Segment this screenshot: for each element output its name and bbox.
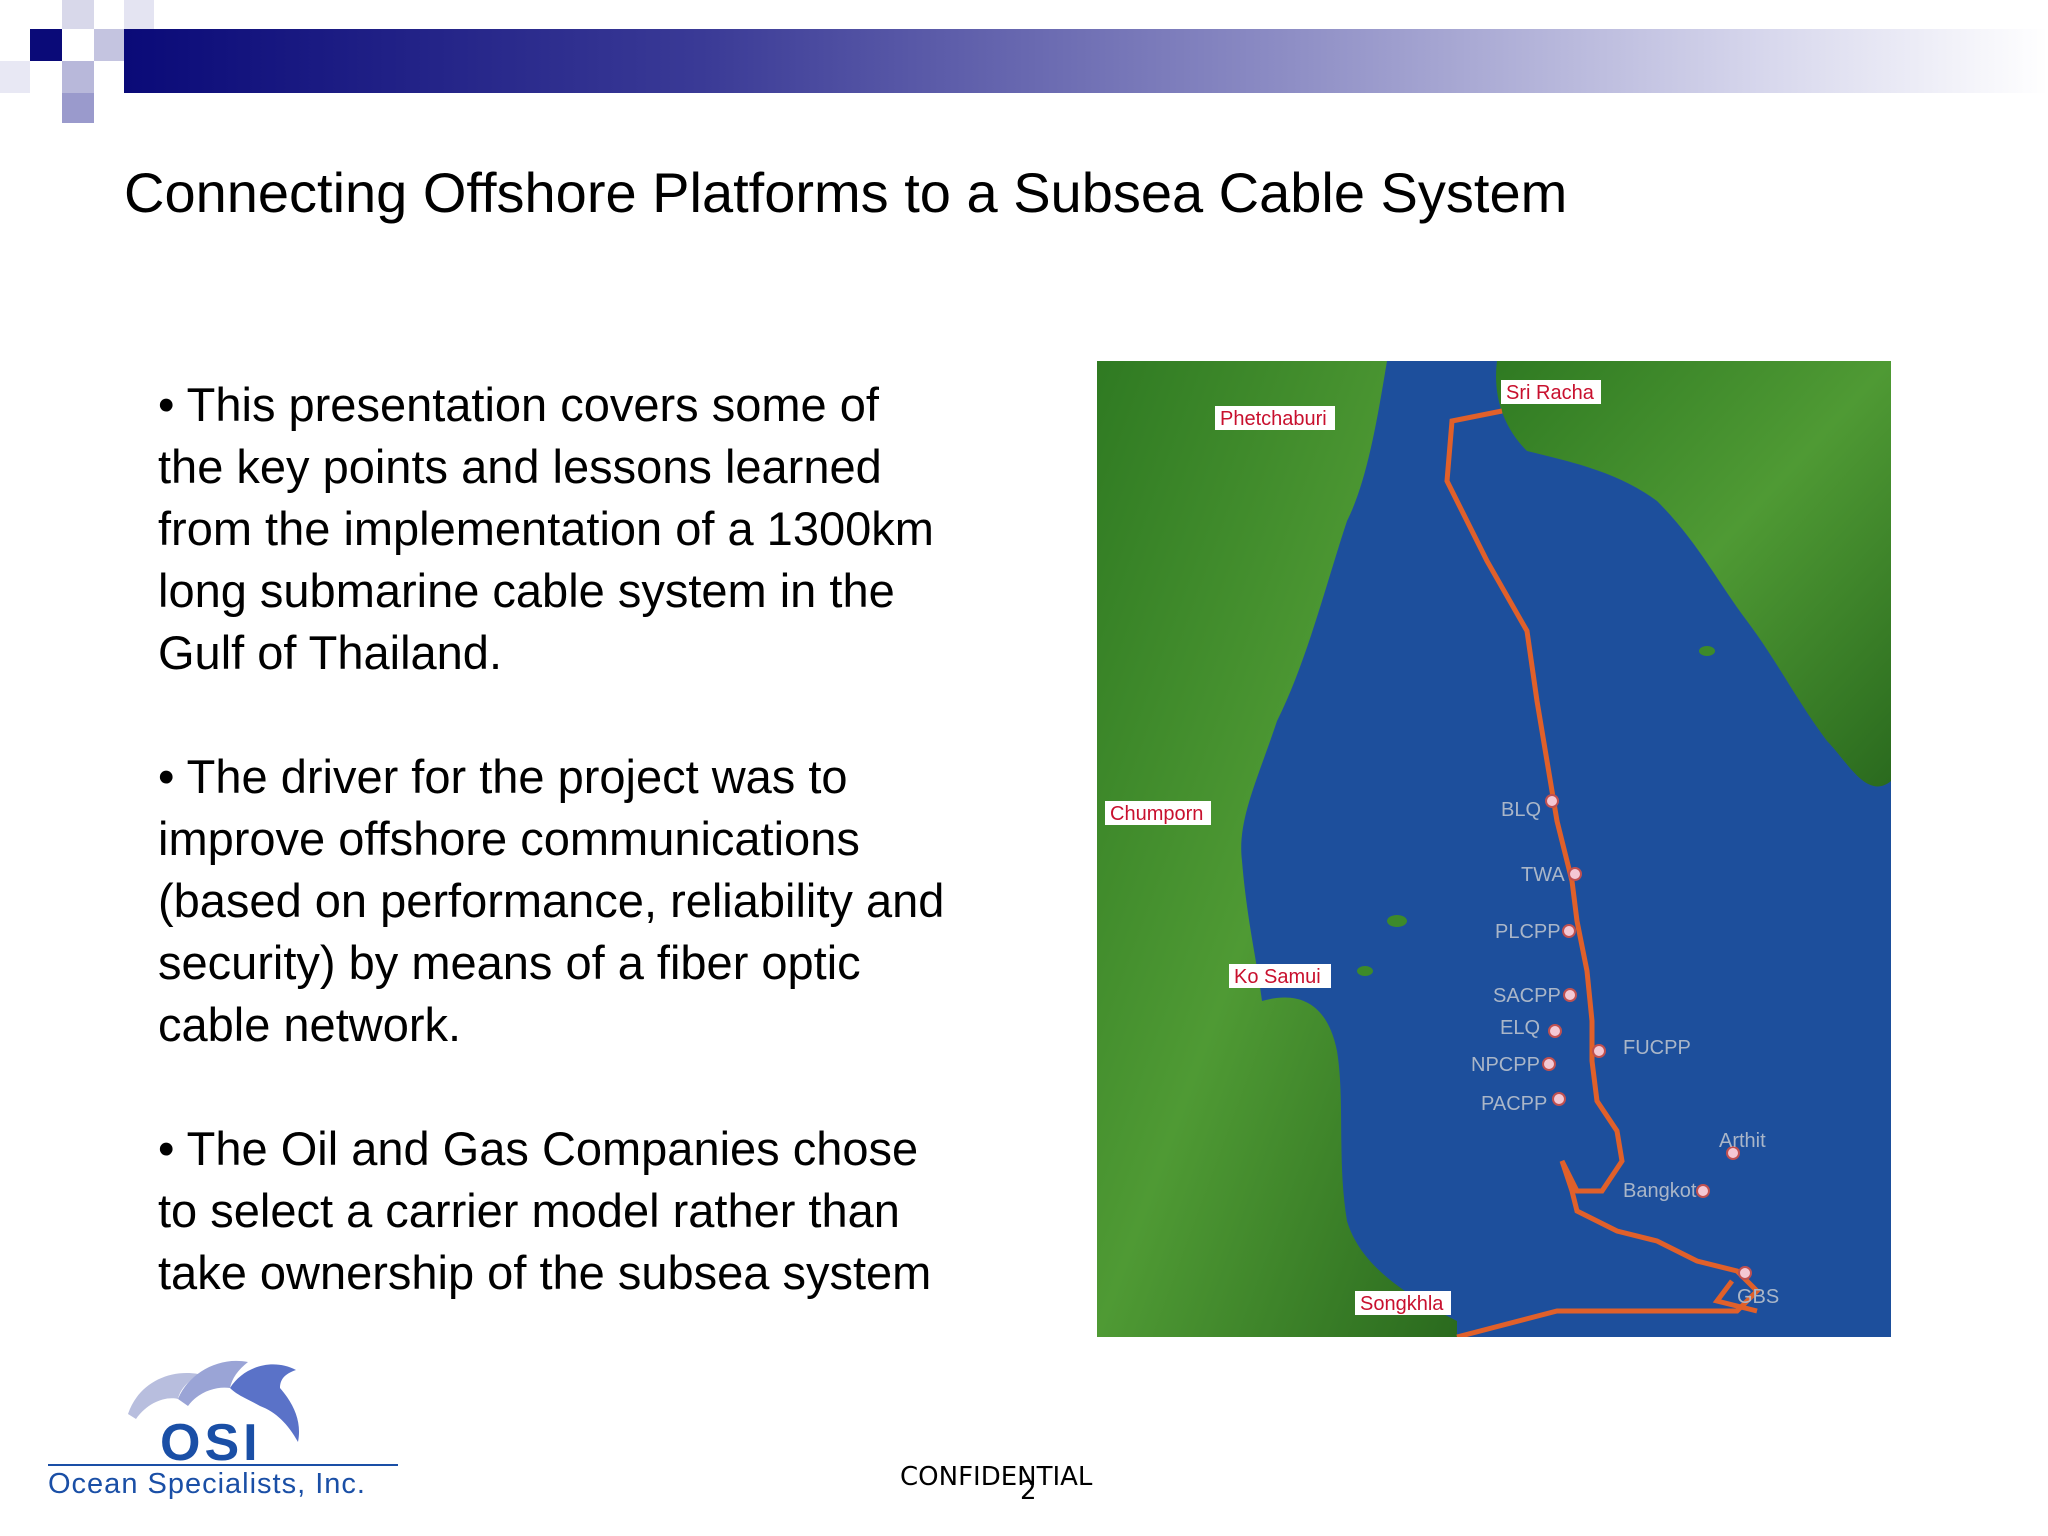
city-label-bg [1215,406,1335,430]
land-northeast [1496,361,1891,787]
platform-label-plcpp: PLCPP [1495,921,1561,943]
header-decor-square [62,61,94,93]
map-graphic: Phetchaburi Sri Racha Chumporn Ko Samui … [1097,361,1891,1337]
bullet-item: • This presentation covers some of the k… [158,378,934,679]
city-label-bg [1501,380,1601,404]
city-label-bg [1105,801,1211,825]
platform-label-blq: BLQ [1501,799,1541,821]
logo-divider [48,1464,398,1466]
city-label-chumporn: Chumporn [1110,803,1203,825]
platform-label-sacpp: SACPP [1493,985,1561,1007]
footer-page-number: 2 [1020,1476,1037,1506]
bullet-list: • This presentation covers some of the k… [158,374,1058,1366]
cable-route-main [1444,408,1761,1337]
header-decor-square [124,0,154,29]
land-west-peninsula [1097,361,1457,1337]
platform-label-pacpp: PACPP [1481,1093,1547,1115]
island [1357,966,1373,976]
island [1387,915,1407,927]
header-decor-square [0,61,30,93]
header-gradient-band [124,29,2048,93]
city-label-bg [1229,964,1331,988]
platform-label-elq: ELQ [1500,1017,1540,1039]
platform-label-gbs: GBS [1737,1286,1779,1308]
header-decor-square [62,93,94,123]
cable-route-branch [1712,1279,1758,1314]
footer-confidential: CONFIDENTIAL [900,1462,1093,1492]
city-label-ko-samui: Ko Samui [1234,966,1321,988]
logo-company-name: Ocean Specialists, Inc. [48,1468,366,1500]
cable-route-map: Phetchaburi Sri Racha Chumporn Ko Samui … [1097,361,1891,1337]
bullet-item: • The Oil and Gas Companies chose to sel… [158,1122,932,1299]
slide-title: Connecting Offshore Platforms to a Subse… [124,161,1568,224]
header-decor-square [62,0,94,29]
platform-label-bangkot: Bangkot [1623,1180,1697,1202]
logo-acronym: OSI [160,1414,262,1464]
city-label-phetchaburi: Phetchaburi [1220,408,1327,430]
dolphins-logo-icon: OSI [128,1360,300,1472]
city-label-sri-racha: Sri Racha [1506,382,1595,404]
header-decor-square [94,29,124,61]
platform-label-npcpp: NPCPP [1471,1054,1540,1076]
header-decor-square [30,29,62,61]
bullet-item: • The driver for the project was to impr… [158,750,945,1051]
city-label-bg [1355,1291,1451,1315]
platform-label-fucpp: FUCPP [1623,1037,1691,1059]
company-logo: OSI Ocean Specialists, Inc. [48,1344,404,1504]
platform-nodes [1542,794,1752,1280]
platform-label-twa: TWA [1521,864,1565,886]
platform-label-arthit: Arthit [1719,1130,1766,1152]
city-label-songkhla: Songkhla [1360,1293,1444,1315]
island [1699,646,1715,656]
